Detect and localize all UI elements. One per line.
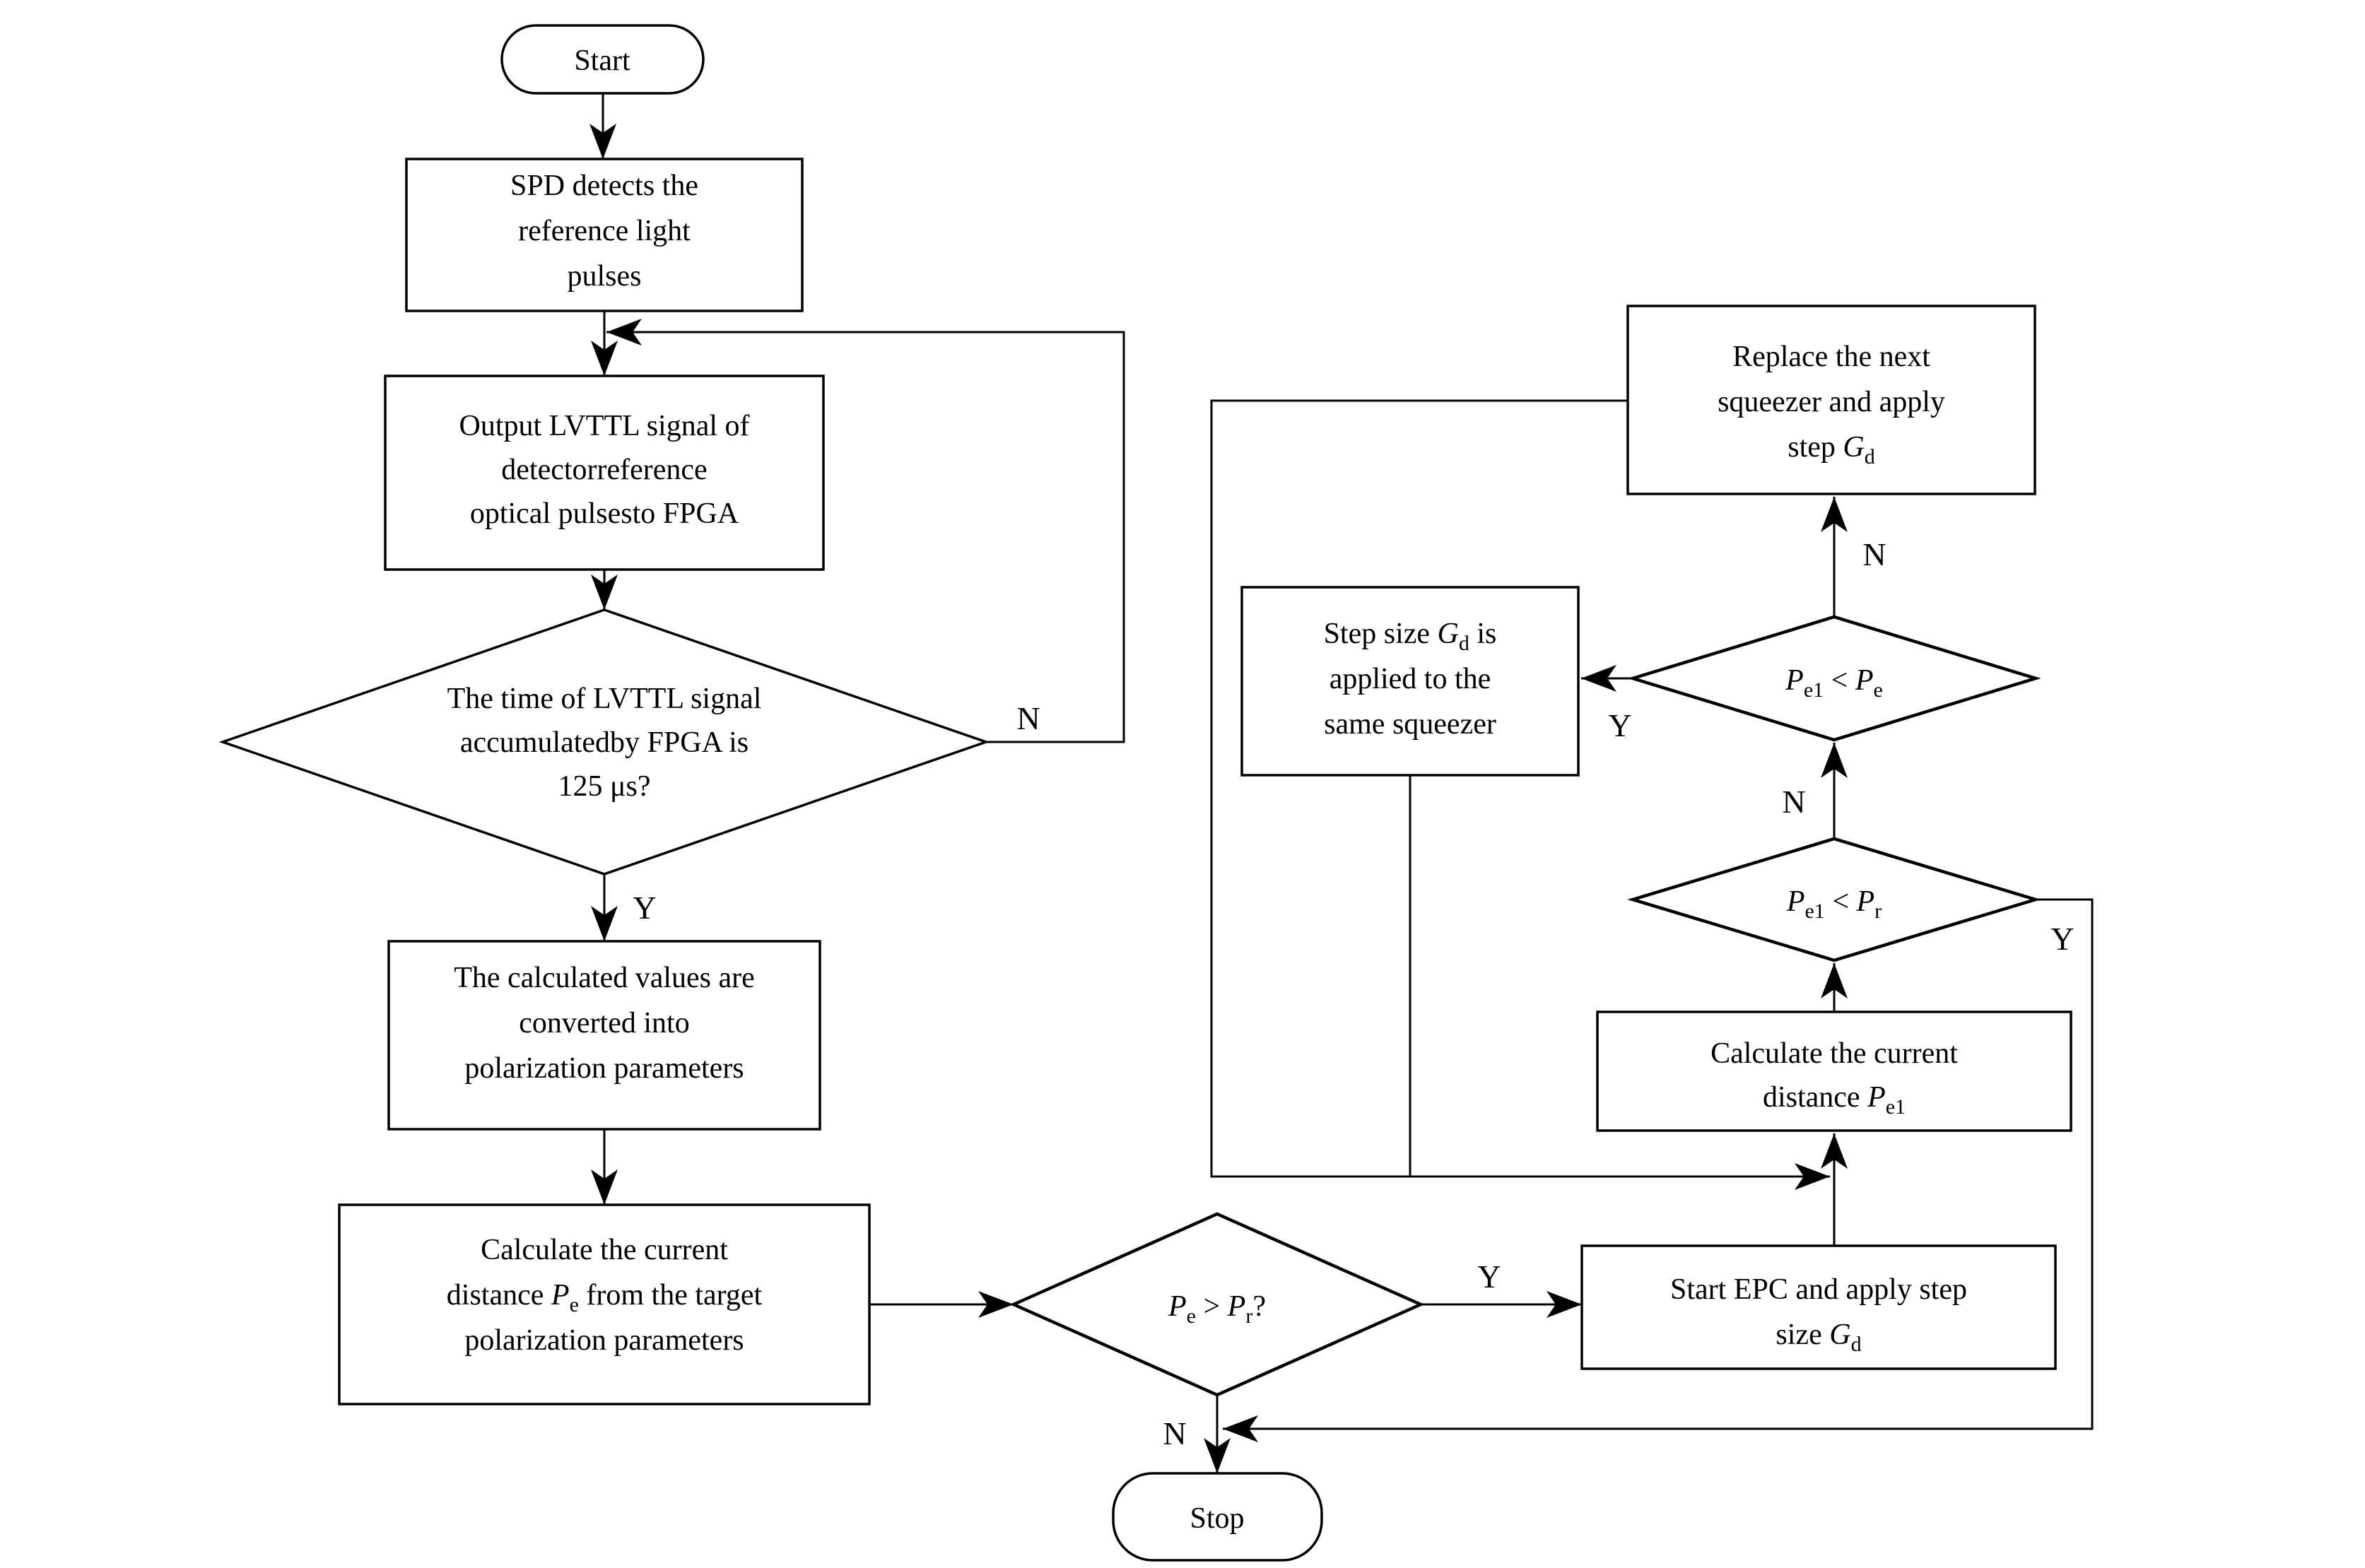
- label-pepr-no: N: [1163, 1415, 1186, 1451]
- node-time-check: The time of LVTTL signal accumulatedby F…: [218, 608, 990, 876]
- replace-line-1: Replace the next: [1732, 341, 1930, 373]
- edge-pe1pr-yes-return: [1223, 898, 2094, 1442]
- lvttl-line-2: detectorreference: [501, 454, 707, 486]
- replace-line-3: step Gd: [1788, 431, 1875, 468]
- time-check-line-1: The time of LVTTL signal: [447, 683, 762, 715]
- label-pe1pr-no: N: [1782, 784, 1805, 820]
- step-size-line-2: applied to the: [1330, 663, 1491, 695]
- lvttl-line-1: Output LVTTL signal of: [459, 410, 749, 442]
- spd-line-3: pulses: [568, 260, 642, 293]
- step-size-line-3: same squeezer: [1324, 708, 1496, 741]
- replace-line-2: squeezer and apply: [1718, 386, 1945, 418]
- label-time-no: N: [1016, 700, 1040, 736]
- replace-box: [1626, 305, 2036, 495]
- start-epc-box: [1580, 1244, 2057, 1370]
- node-calc-pe: Calculate the current distance Pe from t…: [338, 1203, 871, 1405]
- node-replace: Replace the next squeezer and apply step…: [1626, 305, 2036, 495]
- time-check-line-2: accumulatedby FPGA is: [460, 726, 749, 759]
- calc-pe-line-2: distance Pe from the target: [447, 1279, 763, 1316]
- pe1-lt-pe-formula: Pe1 < Pe: [1785, 664, 1883, 702]
- edge-time-no-loop: [606, 319, 1125, 743]
- step-size-box: [1240, 586, 1580, 777]
- start-terminator-shape: [500, 24, 705, 95]
- edge-replace-merge: [1210, 399, 1830, 1190]
- step-size-line-1: Step size Gd is: [1324, 618, 1497, 655]
- pe1-lt-pe-diamond: [1627, 615, 2041, 742]
- stop-terminator-shape: [1112, 1472, 1323, 1562]
- label-pe1pe-no: N: [1862, 536, 1886, 572]
- calc-pe-line-1: Calculate the current: [481, 1234, 728, 1266]
- label-pe1pr-yes: Y: [2050, 921, 2074, 957]
- node-start: Start: [500, 24, 705, 95]
- lvttl-box: [384, 375, 825, 571]
- spd-box: [405, 158, 804, 312]
- calc-values-line-3: polarization parameters: [464, 1052, 744, 1085]
- spd-line-1: SPD detects the: [510, 170, 698, 202]
- calc-values-box: [387, 940, 821, 1131]
- label-time-yes: Y: [633, 890, 656, 926]
- node-calc-values: The calculated values are converted into…: [387, 940, 821, 1131]
- node-step-size: Step size Gd is applied to the same sque…: [1240, 586, 1580, 777]
- calc-values-line-2: converted into: [519, 1007, 689, 1039]
- calc-values-line-1: The calculated values are: [454, 962, 755, 994]
- label-pe1pe-yes: Y: [1608, 707, 1631, 743]
- node-pe1-lt-pe: Pe1 < Pe: [1627, 615, 2041, 742]
- calc-pe-box: [338, 1203, 871, 1405]
- node-spd: SPD detects the reference light pulses: [405, 158, 804, 312]
- pe-gt-pr-formula: Pe > Pr?: [1168, 1290, 1266, 1328]
- time-check-diamond: [218, 608, 990, 876]
- start-epc-line-1: Start EPC and apply step: [1670, 1273, 1967, 1306]
- label-pepr-yes: Y: [1477, 1258, 1501, 1295]
- pe1-lt-pr-formula: Pe1 < Pr: [1786, 885, 1882, 923]
- calc-pe1-line-1: Calculate the current: [1710, 1037, 1958, 1070]
- node-pe1-lt-pr: Pe1 < Pr: [1627, 837, 2041, 962]
- calc-pe-line-3: polarization parameters: [464, 1324, 744, 1357]
- calc-pe1-box: [1596, 1010, 2072, 1132]
- start-label: Start: [574, 45, 630, 77]
- pe1-lt-pr-diamond: [1627, 837, 2041, 962]
- node-calc-pe1: Calculate the current distance Pe1: [1596, 1010, 2072, 1132]
- calc-pe1-line-2: distance Pe1: [1763, 1081, 1906, 1119]
- node-stop: Stop: [1112, 1472, 1323, 1562]
- spd-line-2: reference light: [518, 215, 691, 247]
- node-pe-gt-pr: Pe > Pr?: [1009, 1212, 1425, 1397]
- node-lvttl: Output LVTTL signal of detectorreference…: [384, 375, 825, 571]
- lvttl-line-3: optical pulsesto FPGA: [470, 497, 739, 530]
- start-epc-line-2: size Gd: [1776, 1319, 1861, 1356]
- pe-gt-pr-diamond: [1009, 1212, 1425, 1397]
- stop-label: Stop: [1190, 1502, 1244, 1535]
- node-start-epc: Start EPC and apply step size Gd: [1580, 1244, 2057, 1370]
- time-check-line-3: 125 μs?: [558, 770, 650, 803]
